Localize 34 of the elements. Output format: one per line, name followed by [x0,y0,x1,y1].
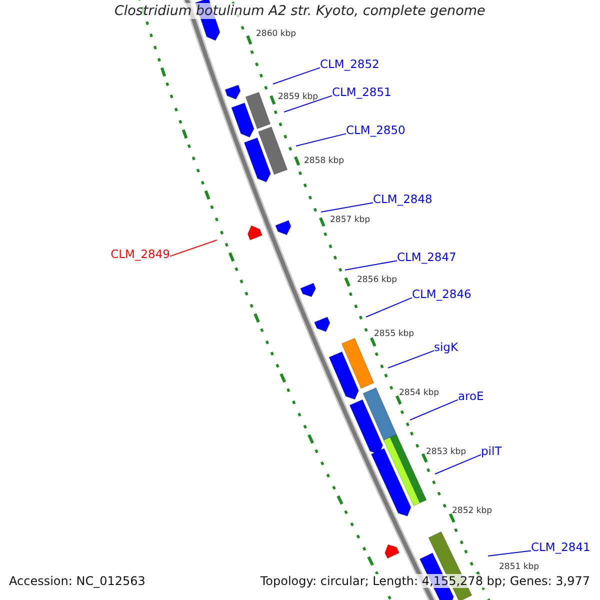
tick-label: 2858 kbp [304,156,344,166]
tick-label: 2851 kbp [499,562,540,572]
tick-label: 2854 kbp [399,388,440,398]
tick-label: 2852 kbp [452,506,492,516]
gene-label: aroE [458,390,484,404]
gene-label: CLM_2847 [397,251,456,265]
tick-label: 2860 kbp [256,29,296,40]
tick-label: 2857 kbp [330,215,370,226]
leader-line [284,95,332,112]
leader-line [434,454,482,474]
leader-line [388,350,434,368]
genome-summary-text: Topology: circular; Length: 4,155,278 bp; Genes: 3,977 [258,574,592,588]
tick-label: 2856 kbp [357,275,398,286]
gene-label: CLM_2849 [110,248,170,262]
leader-line [344,260,398,270]
gene-label: CLM_2852 [320,58,380,72]
tick-label: 2855 kbp [374,329,414,340]
leader-line [170,240,218,257]
tick-label: 2853 kbp [426,447,466,458]
tick-label: 2859 kbp [278,92,318,102]
gene-label: pilT [481,445,502,459]
gene-label: CLM_2851 [332,86,392,100]
leader-line [366,297,412,318]
leader-line [272,67,320,84]
gene-label: CLM_2841 [531,541,590,555]
gene-label: CLM_2848 [373,193,432,207]
gene-label: sigK [434,341,458,355]
gene-label: CLM_2846 [412,288,472,302]
leader-line [410,399,458,420]
leader-line [488,550,532,556]
leader-line [320,202,374,212]
gene-label: CLM_2850 [346,124,406,138]
leader-line [296,133,346,146]
accession-text: Accession: NC_012563 [7,574,148,588]
